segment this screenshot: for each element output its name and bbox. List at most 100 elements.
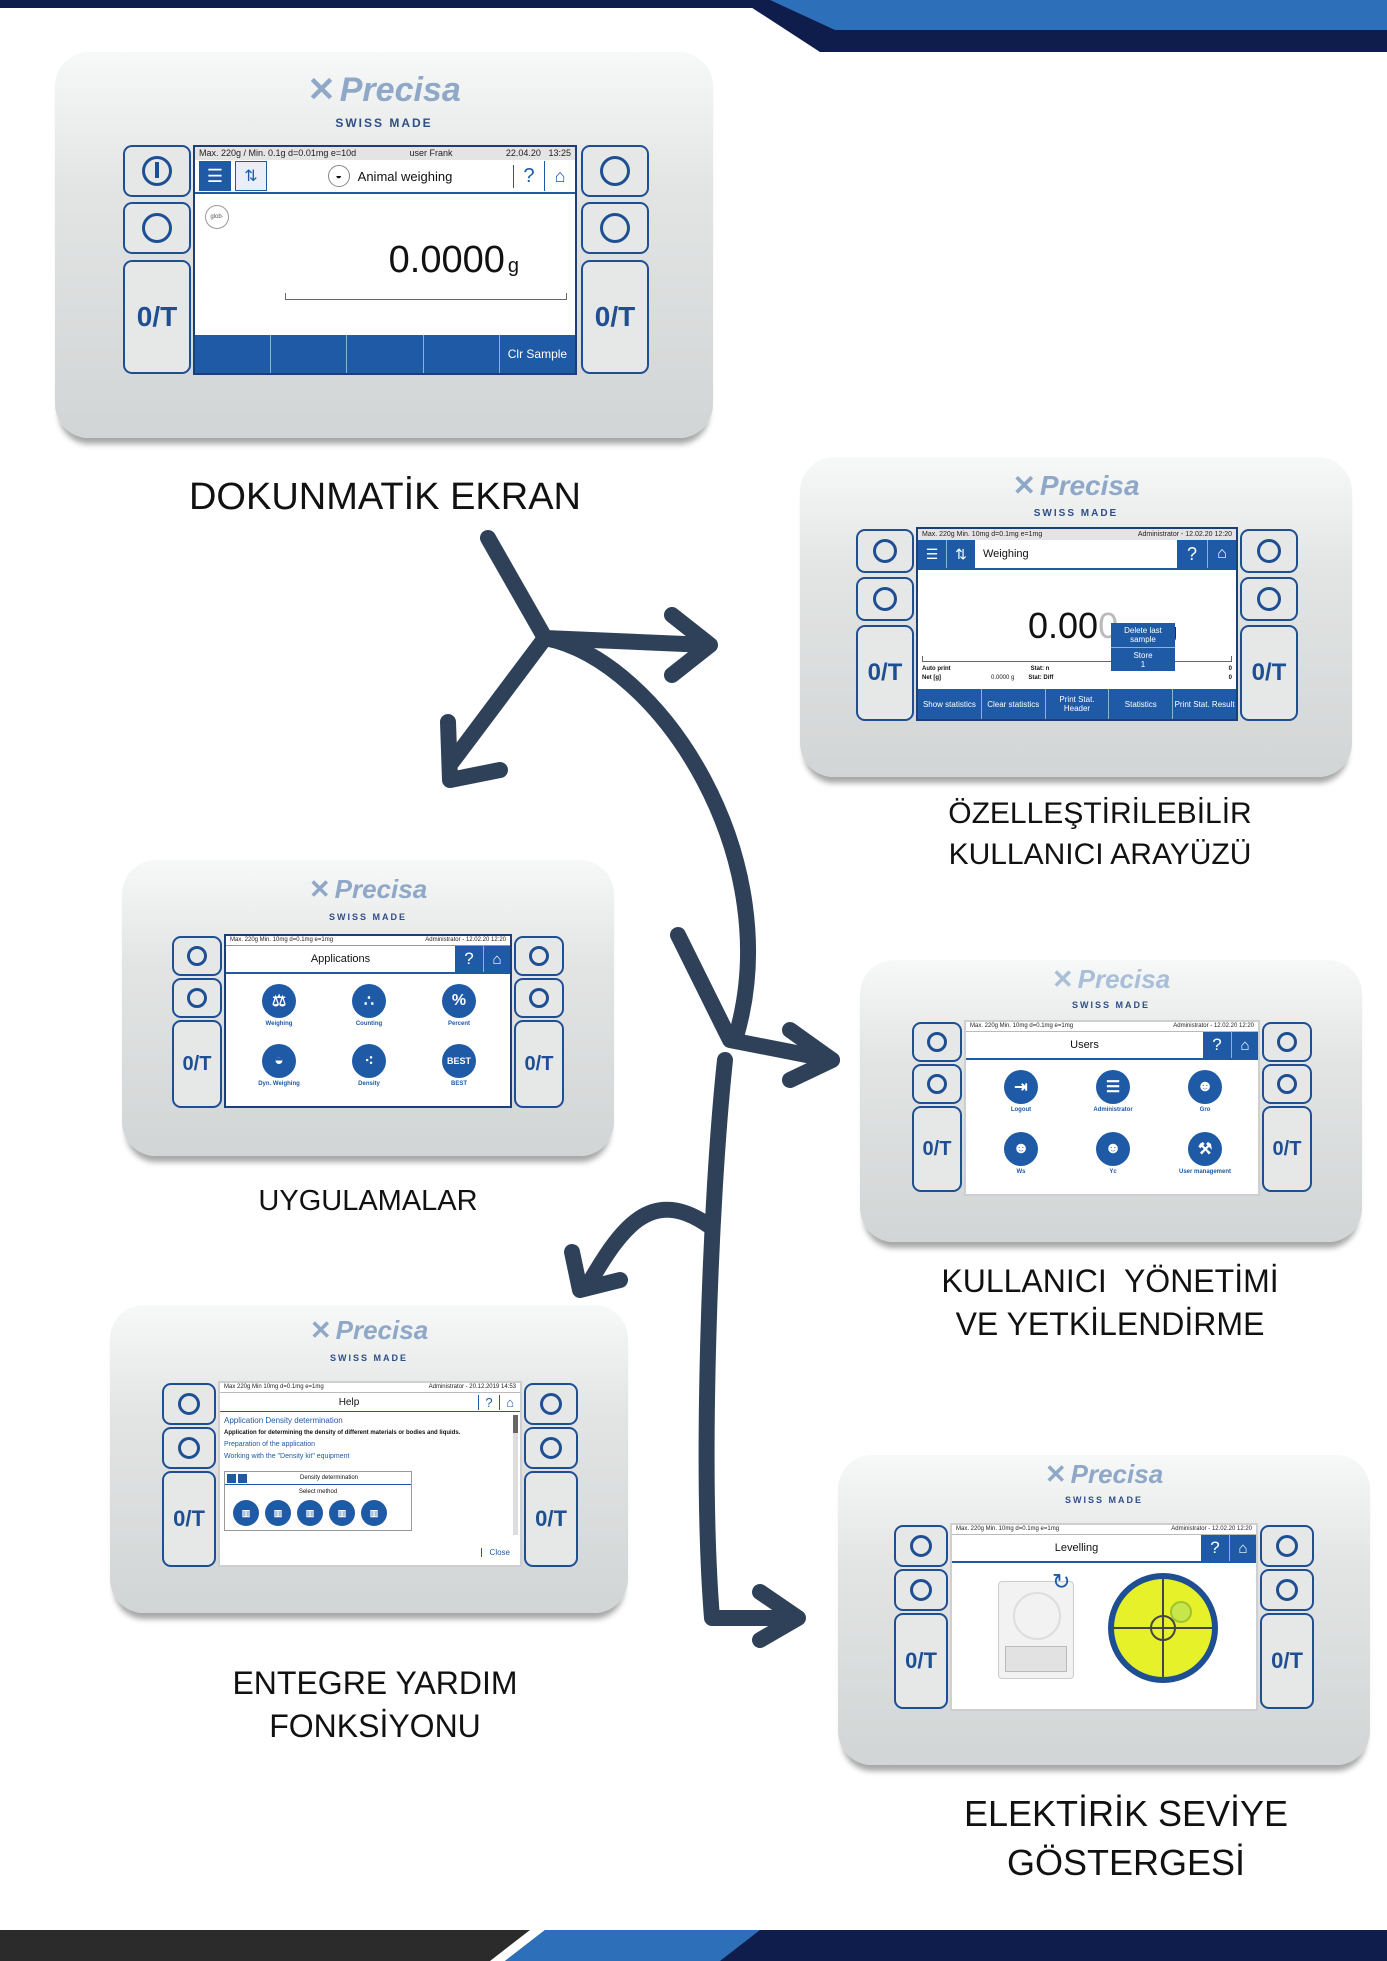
method-icon[interactable]: ▥ (265, 1500, 291, 1526)
tare-button-left[interactable]: 0/T (912, 1106, 962, 1192)
user-button[interactable] (123, 202, 191, 254)
power-button[interactable] (894, 1525, 948, 1567)
print-button[interactable] (581, 145, 649, 197)
store-button[interactable]: Store (1133, 651, 1153, 660)
softkey-print-stat-result[interactable]: Print Stat. Result (1172, 689, 1236, 719)
print-button[interactable] (514, 936, 564, 976)
menu-button[interactable] (1240, 577, 1298, 621)
app-icon: % (442, 984, 476, 1018)
app-label: Gro (1199, 1107, 1211, 1113)
tare-button-left[interactable]: 0/T (162, 1471, 216, 1567)
method-icon[interactable]: ▥ (233, 1500, 259, 1526)
app-label: BEST (450, 1081, 467, 1087)
tare-button-left[interactable]: 0/T (123, 260, 191, 374)
softkey-statistics[interactable]: Statistics (1108, 689, 1172, 719)
power-button[interactable] (162, 1383, 216, 1425)
tare-button-right[interactable]: 0/T (1240, 625, 1298, 721)
app-icon: ⁖ (352, 1044, 386, 1078)
home-icon[interactable]: ⌂ (1231, 1032, 1258, 1058)
home-icon[interactable]: ⌂ (1207, 540, 1236, 568)
sort-icon[interactable]: ⇅ (946, 540, 975, 568)
tare-button-right[interactable]: 0/T (581, 260, 649, 374)
softkey-show-statistics[interactable]: Show statistics (922, 699, 976, 709)
home-icon[interactable]: ⌂ (1229, 1535, 1256, 1561)
app-tile[interactable]: ☻Yc (1074, 1132, 1152, 1175)
tare-button-right[interactable]: 0/T (514, 1020, 564, 1108)
tare-button-right[interactable]: 0/T (1262, 1106, 1312, 1192)
power-button[interactable] (172, 936, 222, 976)
power-button[interactable] (856, 529, 914, 573)
app-tile[interactable]: ⚖Weighing (240, 984, 318, 1027)
app-label: Ws (1016, 1169, 1026, 1175)
tare-button-left[interactable]: 0/T (894, 1613, 948, 1709)
app-tile[interactable]: %Percent (420, 984, 498, 1027)
menu-button[interactable] (514, 978, 564, 1018)
softkey-clear-statistics[interactable]: Clear statistics (980, 689, 1045, 719)
power-button[interactable] (123, 145, 191, 197)
help-button[interactable]: ? (1203, 1032, 1231, 1058)
app-tile[interactable]: ◒Dyn. Weighing (240, 1044, 318, 1087)
menu-button[interactable] (581, 202, 649, 254)
list-icon[interactable]: ☰ (199, 161, 231, 191)
user-button[interactable] (894, 1569, 948, 1611)
method-icon[interactable]: ▥ (297, 1500, 323, 1526)
print-button[interactable] (1262, 1022, 1312, 1062)
device-levelling: ✕Precisa SWISS MADE 0/T 0/T Max. 220g Mi… (838, 1455, 1370, 1765)
app-tile[interactable]: ☰Administrator (1074, 1070, 1152, 1113)
help-button[interactable]: ? (1201, 1535, 1229, 1561)
tare-button-right[interactable]: 0/T (1260, 1613, 1314, 1709)
user-button[interactable] (856, 577, 914, 621)
app-icon: ☻ (1188, 1070, 1222, 1104)
home-icon[interactable]: ⌂ (499, 1394, 520, 1410)
page-title: Levelling (1054, 1542, 1099, 1554)
list-icon[interactable]: ☰ (918, 540, 946, 568)
user-button[interactable] (912, 1064, 962, 1104)
power-button[interactable] (912, 1022, 962, 1062)
help-button[interactable]: ? (513, 164, 544, 188)
user-button[interactable] (172, 978, 222, 1018)
rotate-arrow-icon: ↻ (1052, 1569, 1071, 1594)
page-title: Applications (310, 953, 371, 965)
app-tile[interactable]: ∴Counting (330, 984, 408, 1027)
scrollbar[interactable] (513, 1415, 518, 1535)
print-icon (1277, 1032, 1297, 1052)
app-tile[interactable]: ☻ Gro (1166, 1070, 1244, 1113)
softkey-1[interactable] (195, 335, 270, 373)
softkey-4[interactable] (422, 335, 499, 373)
print-button[interactable] (1260, 1525, 1314, 1567)
app-tile[interactable]: ☻Ws (982, 1132, 1060, 1175)
print-button[interactable] (524, 1383, 578, 1425)
method-icon[interactable]: ▥ (329, 1500, 355, 1526)
softkey-print-stat-header[interactable]: Print Stat. Header (1044, 689, 1109, 719)
tare-button-left[interactable]: 0/T (172, 1020, 222, 1108)
app-tile[interactable]: ⁖Density (330, 1044, 408, 1087)
help-button[interactable]: ? (455, 946, 483, 972)
user-button[interactable] (162, 1427, 216, 1469)
close-button[interactable]: Close (480, 1548, 510, 1557)
app-tile[interactable]: ⚒User management (1166, 1132, 1244, 1175)
menu-icon (540, 1437, 562, 1459)
menu-button[interactable] (524, 1427, 578, 1469)
menu-icon (1257, 587, 1281, 611)
help-button[interactable]: ? (478, 1394, 499, 1410)
sort-icon[interactable]: ⇅ (235, 161, 267, 191)
help-button[interactable]: ? (1186, 543, 1197, 564)
page-title: Animal weighing (357, 168, 453, 184)
softkey-3[interactable] (346, 335, 422, 373)
home-icon[interactable]: ⌂ (483, 946, 510, 972)
tare-button-right[interactable]: 0/T (524, 1471, 578, 1567)
softkey-clr-sample[interactable]: Clr Sample (498, 335, 575, 373)
print-icon (1257, 539, 1281, 563)
delete-last-sample-button[interactable]: Delete last sample (1111, 623, 1175, 648)
menu-button[interactable] (1260, 1569, 1314, 1611)
menu-button[interactable] (1262, 1064, 1312, 1104)
print-button[interactable] (1240, 529, 1298, 573)
method-icon[interactable]: ▥ (361, 1500, 387, 1526)
home-icon[interactable]: ⌂ (544, 161, 575, 191)
softkey-2[interactable] (270, 335, 346, 373)
tare-button-left[interactable]: 0/T (856, 625, 914, 721)
glob-icon: glob· (205, 205, 229, 229)
app-tile[interactable]: ⇥Logout (982, 1070, 1060, 1113)
